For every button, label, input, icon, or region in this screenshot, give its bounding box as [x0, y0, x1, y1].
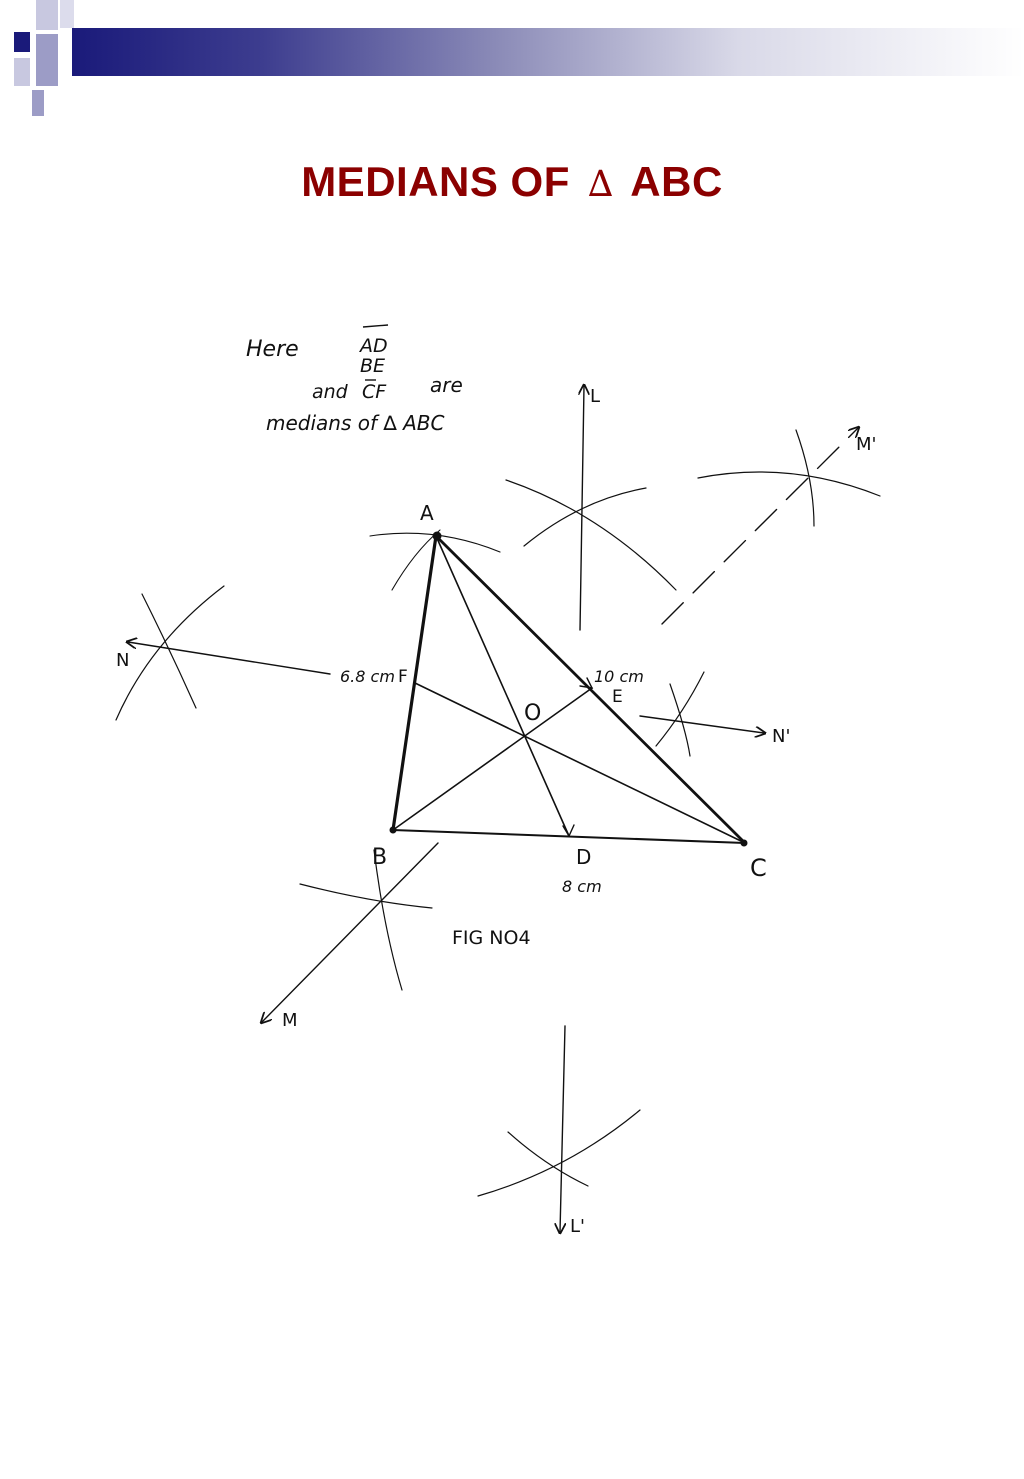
- triangle-symbol: ∆: [588, 164, 614, 205]
- corner-square-5: [32, 90, 44, 116]
- length-ab: 6.8 cm: [340, 667, 395, 686]
- corner-square-6: [60, 0, 74, 28]
- label-ray-l-prime: L': [570, 1216, 585, 1237]
- label-d: D: [576, 845, 591, 869]
- label-e: E: [612, 687, 623, 707]
- vertex-b-dot: [389, 826, 397, 834]
- corner-square-4: [36, 34, 58, 86]
- arrow-tick-e: [579, 677, 594, 689]
- title-prefix: MEDIANS OF: [301, 158, 570, 205]
- bisector-m: [262, 842, 439, 1022]
- bisector-n: [128, 642, 331, 675]
- median-ad: [435, 535, 570, 837]
- corner-square-3: [14, 58, 30, 86]
- label-ray-n: N: [116, 650, 129, 671]
- arc-m-1: [299, 883, 433, 909]
- label-a: A: [420, 501, 434, 525]
- arrow-tick-d: [562, 824, 575, 838]
- length-bc: 8 cm: [562, 877, 602, 896]
- arc-n-2: [115, 585, 225, 721]
- corner-square-2: [36, 0, 58, 30]
- arc-upper-2: [523, 487, 647, 547]
- note-and: and: [312, 381, 349, 403]
- median-cf: [414, 682, 746, 844]
- arc-lower-2: [477, 1109, 641, 1197]
- bar-over-ad: [362, 324, 389, 328]
- note-seg-cf: CF: [362, 381, 387, 403]
- bisector-l-prime: [560, 1025, 565, 1232]
- arc-m-prime-2: [795, 429, 815, 527]
- bisector-l: [580, 386, 584, 631]
- median-be: [392, 687, 593, 831]
- note-seg-ad: AD: [358, 335, 388, 357]
- arc-n-1: [141, 593, 197, 709]
- note-here: Here: [246, 337, 299, 362]
- label-ray-m-prime: M': [856, 434, 876, 455]
- page-title: MEDIANS OF ∆ ABC: [0, 158, 1024, 206]
- bisector-m-prime: [661, 428, 858, 625]
- arc-upper-1: [505, 479, 677, 591]
- label-ray-m: M: [282, 1010, 298, 1031]
- arc-m-prime-1: [697, 471, 881, 497]
- note-are: are: [430, 373, 463, 397]
- label-f: F: [398, 667, 408, 687]
- arc-n-prime-2: [669, 683, 691, 757]
- arc-n-prime-1: [655, 671, 705, 747]
- note-seg-be: BE: [360, 355, 385, 377]
- vertex-a-dot: [432, 531, 442, 541]
- vertex-c-dot: [740, 839, 748, 847]
- label-o: O: [524, 701, 541, 726]
- note-medians: medians of ∆ ABC: [266, 411, 445, 435]
- corner-square-1: [14, 32, 30, 52]
- label-ray-l: L: [590, 386, 600, 407]
- arc-m-2: [373, 849, 403, 991]
- bisector-n-prime: [639, 715, 764, 733]
- title-suffix: ABC: [630, 158, 723, 205]
- length-ac: 10 cm: [594, 667, 644, 686]
- label-ray-n-prime: N': [772, 726, 790, 747]
- label-c: C: [750, 854, 767, 882]
- arc-lower-1: [507, 1131, 589, 1187]
- figure-caption: FIG NO4: [452, 927, 531, 949]
- title-band: [72, 28, 1024, 76]
- label-b: B: [372, 845, 387, 870]
